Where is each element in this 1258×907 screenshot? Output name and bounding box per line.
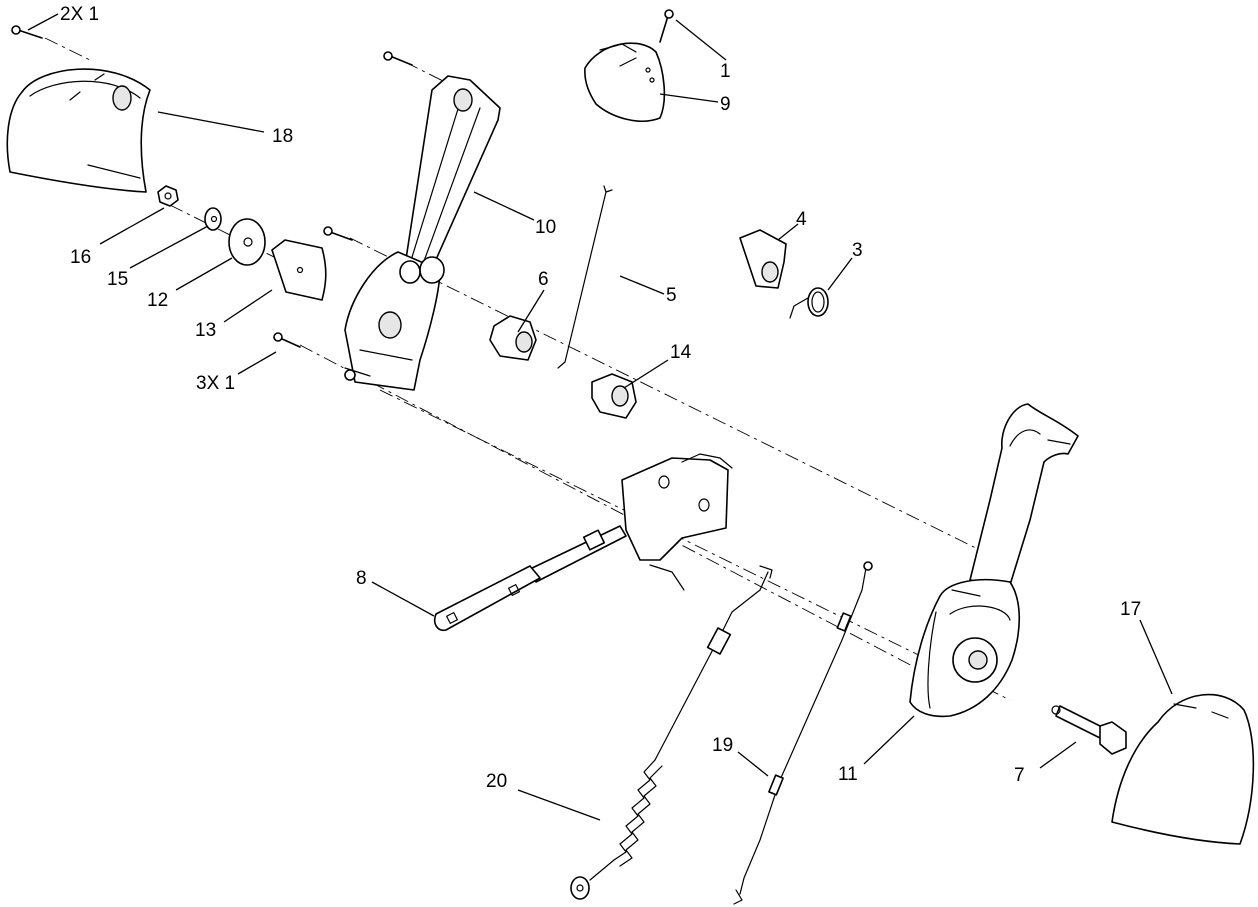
- callout-leaders: [27, 13, 1173, 821]
- callout-3: 3: [852, 240, 863, 261]
- callout-6: 6: [538, 269, 549, 290]
- callout-18: 18: [272, 126, 293, 147]
- part-11-right-lever: [909, 403, 1079, 718]
- callout-4: 4: [796, 209, 807, 230]
- part-8-bracket-shaft: [433, 453, 733, 632]
- part-9-knob-cap: [584, 42, 666, 122]
- part-14-bushing: [591, 373, 637, 419]
- part-10-left-lever: [344, 75, 501, 391]
- assembly-axis-lines: [44, 37, 1011, 701]
- callout-5: 5: [666, 285, 677, 306]
- screw-parts: [11, 9, 674, 348]
- callout-10: 10: [535, 217, 556, 238]
- callout-3x1: 3X 1: [196, 373, 235, 394]
- callout-labels: 2X 1 1 9 18 10 4 3 16 15 6 5 12 13 14 3X…: [60, 4, 1141, 792]
- part-5-rod: [557, 185, 613, 369]
- callout-15: 15: [107, 269, 128, 290]
- part-18-left-cover: [6, 68, 151, 193]
- callout-16: 16: [70, 247, 91, 268]
- part-6-bushing: [489, 315, 537, 361]
- callout-20: 20: [486, 771, 507, 792]
- callout-8: 8: [356, 568, 367, 589]
- fastener-stack: [157, 185, 327, 301]
- callout-2x1: 2X 1: [60, 4, 99, 25]
- callout-7: 7: [1014, 765, 1025, 786]
- callout-13: 13: [195, 320, 216, 341]
- part-19-cable: [733, 561, 873, 905]
- callout-9: 9: [720, 94, 731, 115]
- callout-11: 11: [838, 764, 858, 785]
- callout-1: 1: [720, 61, 731, 82]
- callout-19: 19: [712, 735, 733, 756]
- callout-14: 14: [670, 342, 692, 363]
- callout-17: 17: [1120, 599, 1141, 620]
- part-3-spring: [789, 287, 829, 319]
- part-17-right-cap: [1111, 693, 1255, 845]
- part-7-bolt: [1051, 705, 1127, 755]
- callout-12: 12: [147, 290, 168, 311]
- part-20-cable-spring: [570, 565, 773, 900]
- part-4-pawl: [739, 229, 787, 289]
